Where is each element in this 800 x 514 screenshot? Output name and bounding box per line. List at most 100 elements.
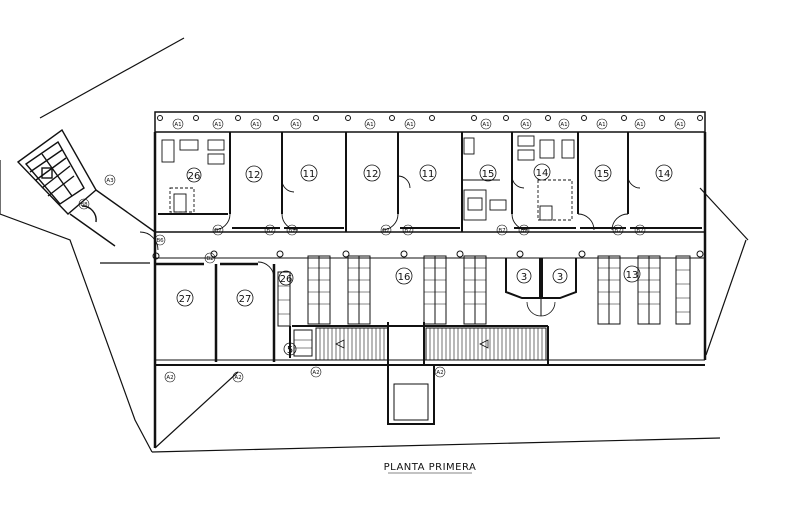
svg-text:A3: A3 bbox=[106, 178, 114, 184]
svg-text:14: 14 bbox=[658, 169, 671, 180]
svg-text:B6: B6 bbox=[156, 238, 164, 244]
tag-b7: B7 bbox=[380, 224, 392, 236]
stair-block bbox=[16, 128, 156, 247]
tag-b7: B7 bbox=[518, 224, 530, 236]
tag-b7: B7 bbox=[402, 224, 414, 236]
reference-tags: A1 A1 A1 A1 A1 A1 A1 A1 A1 A1 A1 A1 A3 B… bbox=[78, 118, 686, 383]
room-27a: 27 bbox=[176, 289, 194, 307]
svg-text:3: 3 bbox=[521, 272, 527, 283]
svg-text:11: 11 bbox=[303, 169, 316, 180]
room-16: 16 bbox=[395, 267, 413, 285]
office-walls bbox=[158, 132, 702, 232]
door-swings bbox=[139, 175, 641, 279]
corridor-columns bbox=[152, 250, 704, 260]
shelving bbox=[277, 255, 691, 327]
facade-windows bbox=[157, 115, 703, 121]
room-3b: 3 bbox=[552, 268, 568, 284]
svg-text:B7: B7 bbox=[636, 228, 644, 234]
tag-a2: A2 bbox=[164, 371, 176, 383]
room-15b: 15 bbox=[594, 164, 612, 182]
tag-a1: A1 bbox=[404, 118, 416, 130]
tag-a2: A2 bbox=[434, 366, 446, 378]
svg-text:A1: A1 bbox=[366, 122, 373, 128]
svg-text:15: 15 bbox=[482, 169, 495, 180]
entrance-porch bbox=[387, 365, 435, 425]
room-11a: 11 bbox=[300, 164, 318, 182]
office-26-furniture bbox=[161, 139, 225, 213]
svg-text:A1: A1 bbox=[214, 122, 221, 128]
tag-a2: A2 bbox=[232, 371, 244, 383]
site-boundary bbox=[0, 37, 749, 453]
tag-b7: B7 bbox=[212, 224, 224, 236]
svg-text:A1: A1 bbox=[292, 122, 299, 128]
svg-text:12: 12 bbox=[248, 170, 261, 181]
room-15a: 15 bbox=[479, 164, 497, 182]
svg-text:A1: A1 bbox=[598, 122, 605, 128]
svg-text:A1: A1 bbox=[636, 122, 643, 128]
tag-a1: A1 bbox=[250, 118, 262, 130]
room-11b: 11 bbox=[419, 164, 437, 182]
svg-text:B7: B7 bbox=[404, 228, 412, 234]
tag-a1: A1 bbox=[172, 118, 184, 130]
room-5: 5 bbox=[283, 342, 297, 356]
toilet-cores bbox=[505, 258, 577, 317]
svg-text:5: 5 bbox=[287, 345, 293, 356]
room-26b: 26 bbox=[278, 270, 294, 286]
tag-a1: A1 bbox=[212, 118, 224, 130]
svg-text:B7: B7 bbox=[382, 228, 390, 234]
tag-a1: A1 bbox=[480, 118, 492, 130]
tag-b6: B6 bbox=[154, 234, 166, 246]
tag-a1: A1 bbox=[364, 118, 376, 130]
tag-a3: A3 bbox=[104, 174, 116, 186]
room-14b: 14 bbox=[655, 164, 673, 182]
svg-text:A2: A2 bbox=[166, 375, 173, 381]
svg-text:A1: A1 bbox=[406, 122, 413, 128]
svg-text:A2: A2 bbox=[312, 370, 319, 376]
svg-text:A2: A2 bbox=[234, 375, 241, 381]
svg-text:12: 12 bbox=[366, 169, 379, 180]
svg-text:B7: B7 bbox=[614, 228, 622, 234]
room-27b: 27 bbox=[236, 289, 254, 307]
svg-text:26: 26 bbox=[280, 274, 293, 285]
svg-text:B8: B8 bbox=[80, 202, 88, 208]
svg-text:A1: A1 bbox=[560, 122, 567, 128]
svg-text:A1: A1 bbox=[174, 122, 181, 128]
main-stairs bbox=[293, 327, 547, 361]
svg-text:16: 16 bbox=[398, 272, 411, 283]
svg-text:B2: B2 bbox=[206, 256, 213, 262]
svg-text:15: 15 bbox=[597, 169, 610, 180]
room-labels: 26 12 11 12 11 15 14 15 bbox=[176, 163, 673, 356]
svg-text:A1: A1 bbox=[676, 122, 683, 128]
tag-a1: A1 bbox=[634, 118, 646, 130]
tag-b7: B7 bbox=[286, 224, 298, 236]
svg-text:3: 3 bbox=[557, 272, 563, 283]
svg-text:27: 27 bbox=[239, 294, 252, 305]
svg-text:B7: B7 bbox=[214, 228, 222, 234]
svg-text:27: 27 bbox=[179, 294, 192, 305]
svg-text:A1: A1 bbox=[482, 122, 489, 128]
room-12b: 12 bbox=[363, 164, 381, 182]
room-26a: 26 bbox=[186, 167, 202, 183]
tag-b7: B7 bbox=[264, 224, 276, 236]
svg-text:A2: A2 bbox=[436, 370, 443, 376]
lower-rooms bbox=[155, 262, 276, 362]
plan-caption: PLANTA PRIMERA bbox=[384, 462, 477, 473]
svg-text:A1: A1 bbox=[522, 122, 529, 128]
room-14a: 14 bbox=[533, 163, 551, 181]
tag-b2: B2 bbox=[204, 252, 216, 264]
tag-a1: A1 bbox=[520, 118, 532, 130]
svg-text:B7: B7 bbox=[288, 228, 296, 234]
svg-text:B7: B7 bbox=[498, 228, 506, 234]
room-13: 13 bbox=[623, 265, 641, 283]
tag-b7: B7 bbox=[612, 224, 624, 236]
room-12a: 12 bbox=[245, 165, 263, 183]
svg-text:11: 11 bbox=[422, 169, 435, 180]
tag-a1: A1 bbox=[674, 118, 686, 130]
svg-text:A1: A1 bbox=[252, 122, 259, 128]
svg-text:14: 14 bbox=[536, 168, 549, 179]
svg-text:13: 13 bbox=[626, 270, 639, 281]
tag-b7: B7 bbox=[496, 224, 508, 236]
svg-text:26: 26 bbox=[188, 171, 201, 182]
svg-text:B7: B7 bbox=[520, 228, 528, 234]
